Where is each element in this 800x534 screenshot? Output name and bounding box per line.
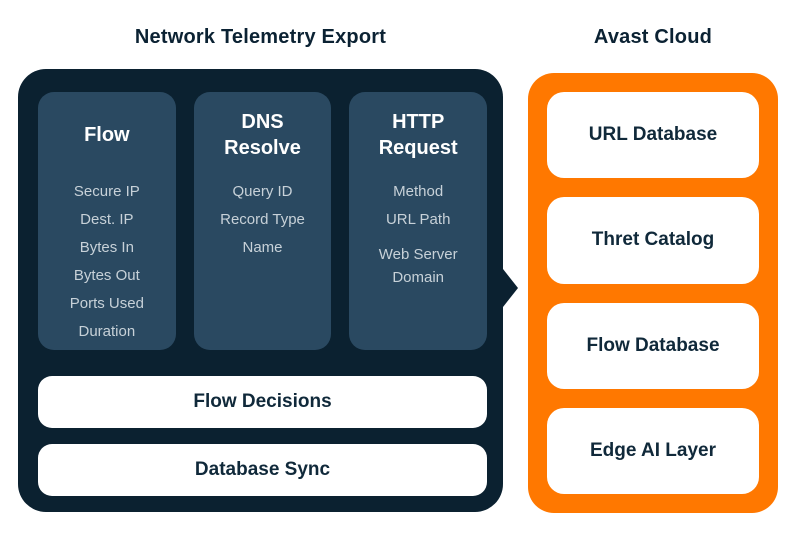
dns-resolve-column-header-label: DNS Resolve bbox=[224, 111, 301, 159]
dns-resolve-column-header: DNS Resolve bbox=[194, 92, 332, 178]
flow-database-box: Flow Database bbox=[547, 302, 759, 389]
http-request-column-header: HTTP Request bbox=[349, 92, 487, 178]
url-database-label: URL Database bbox=[588, 124, 718, 146]
flow-item-bytes-in: Bytes In bbox=[79, 239, 134, 256]
http-request-column-items: Method URL Path Web Server Domain bbox=[349, 178, 487, 289]
dns-resolve-column-items: Query ID Record Type Name bbox=[194, 178, 332, 262]
flow-column-header: Flow bbox=[38, 92, 176, 178]
flow-decisions-label: Flow Decisions bbox=[193, 391, 332, 412]
http-request-column-header-label: HTTP Request bbox=[378, 111, 458, 159]
flow-column-header-label: Flow bbox=[84, 124, 130, 146]
thret-catalog-box: Thret Catalog bbox=[547, 197, 759, 284]
avast-cloud-panel: URL Database Thret Catalog Flow Database… bbox=[528, 73, 778, 513]
flow-database-label: Flow Database bbox=[586, 334, 720, 356]
http-request-column: HTTP Request Method URL Path Web Server … bbox=[349, 92, 488, 350]
telemetry-columns: Flow Secure IP Dest. IP Bytes In Bytes O… bbox=[38, 92, 488, 350]
flow-column: Flow Secure IP Dest. IP Bytes In Bytes O… bbox=[38, 92, 176, 350]
thret-catalog-label: Thret Catalog bbox=[591, 229, 715, 251]
flow-item-ports-used: Ports Used bbox=[69, 295, 144, 312]
dns-item-name: Name bbox=[242, 239, 283, 256]
flow-item-secure-ip: Secure IP bbox=[73, 183, 140, 200]
avast-cloud-title: Avast Cloud bbox=[593, 26, 713, 48]
flow-item-duration: Duration bbox=[78, 323, 136, 340]
http-item-url-path: URL Path bbox=[385, 211, 451, 228]
flow-decisions-bar: Flow Decisions bbox=[38, 376, 487, 428]
flow-column-items: Secure IP Dest. IP Bytes In Bytes Out Po… bbox=[38, 178, 176, 346]
database-sync-bar: Database Sync bbox=[38, 444, 487, 496]
dns-item-query-id: Query ID bbox=[232, 183, 293, 200]
flow-item-dest-ip: Dest. IP bbox=[80, 211, 134, 228]
http-item-method: Method bbox=[393, 183, 444, 200]
flow-item-bytes-out: Bytes Out bbox=[73, 267, 140, 284]
telemetry-bars: Flow Decisions Database Sync bbox=[38, 376, 487, 496]
right-arrow-icon bbox=[503, 269, 518, 307]
telemetry-panel: Flow Secure IP Dest. IP Bytes In Bytes O… bbox=[18, 69, 518, 512]
edge-ai-layer-box: Edge AI Layer bbox=[547, 407, 759, 494]
dns-item-record-type: Record Type bbox=[220, 211, 305, 228]
http-item-web-server-domain: Web Server Domain bbox=[378, 246, 458, 286]
url-database-box: URL Database bbox=[547, 92, 759, 179]
edge-ai-layer-label: Edge AI Layer bbox=[589, 439, 716, 461]
dns-resolve-column: DNS Resolve Query ID Record Type Name bbox=[193, 92, 332, 350]
database-sync-label: Database Sync bbox=[194, 459, 331, 480]
telemetry-export-title: Network Telemetry Export bbox=[134, 26, 387, 48]
